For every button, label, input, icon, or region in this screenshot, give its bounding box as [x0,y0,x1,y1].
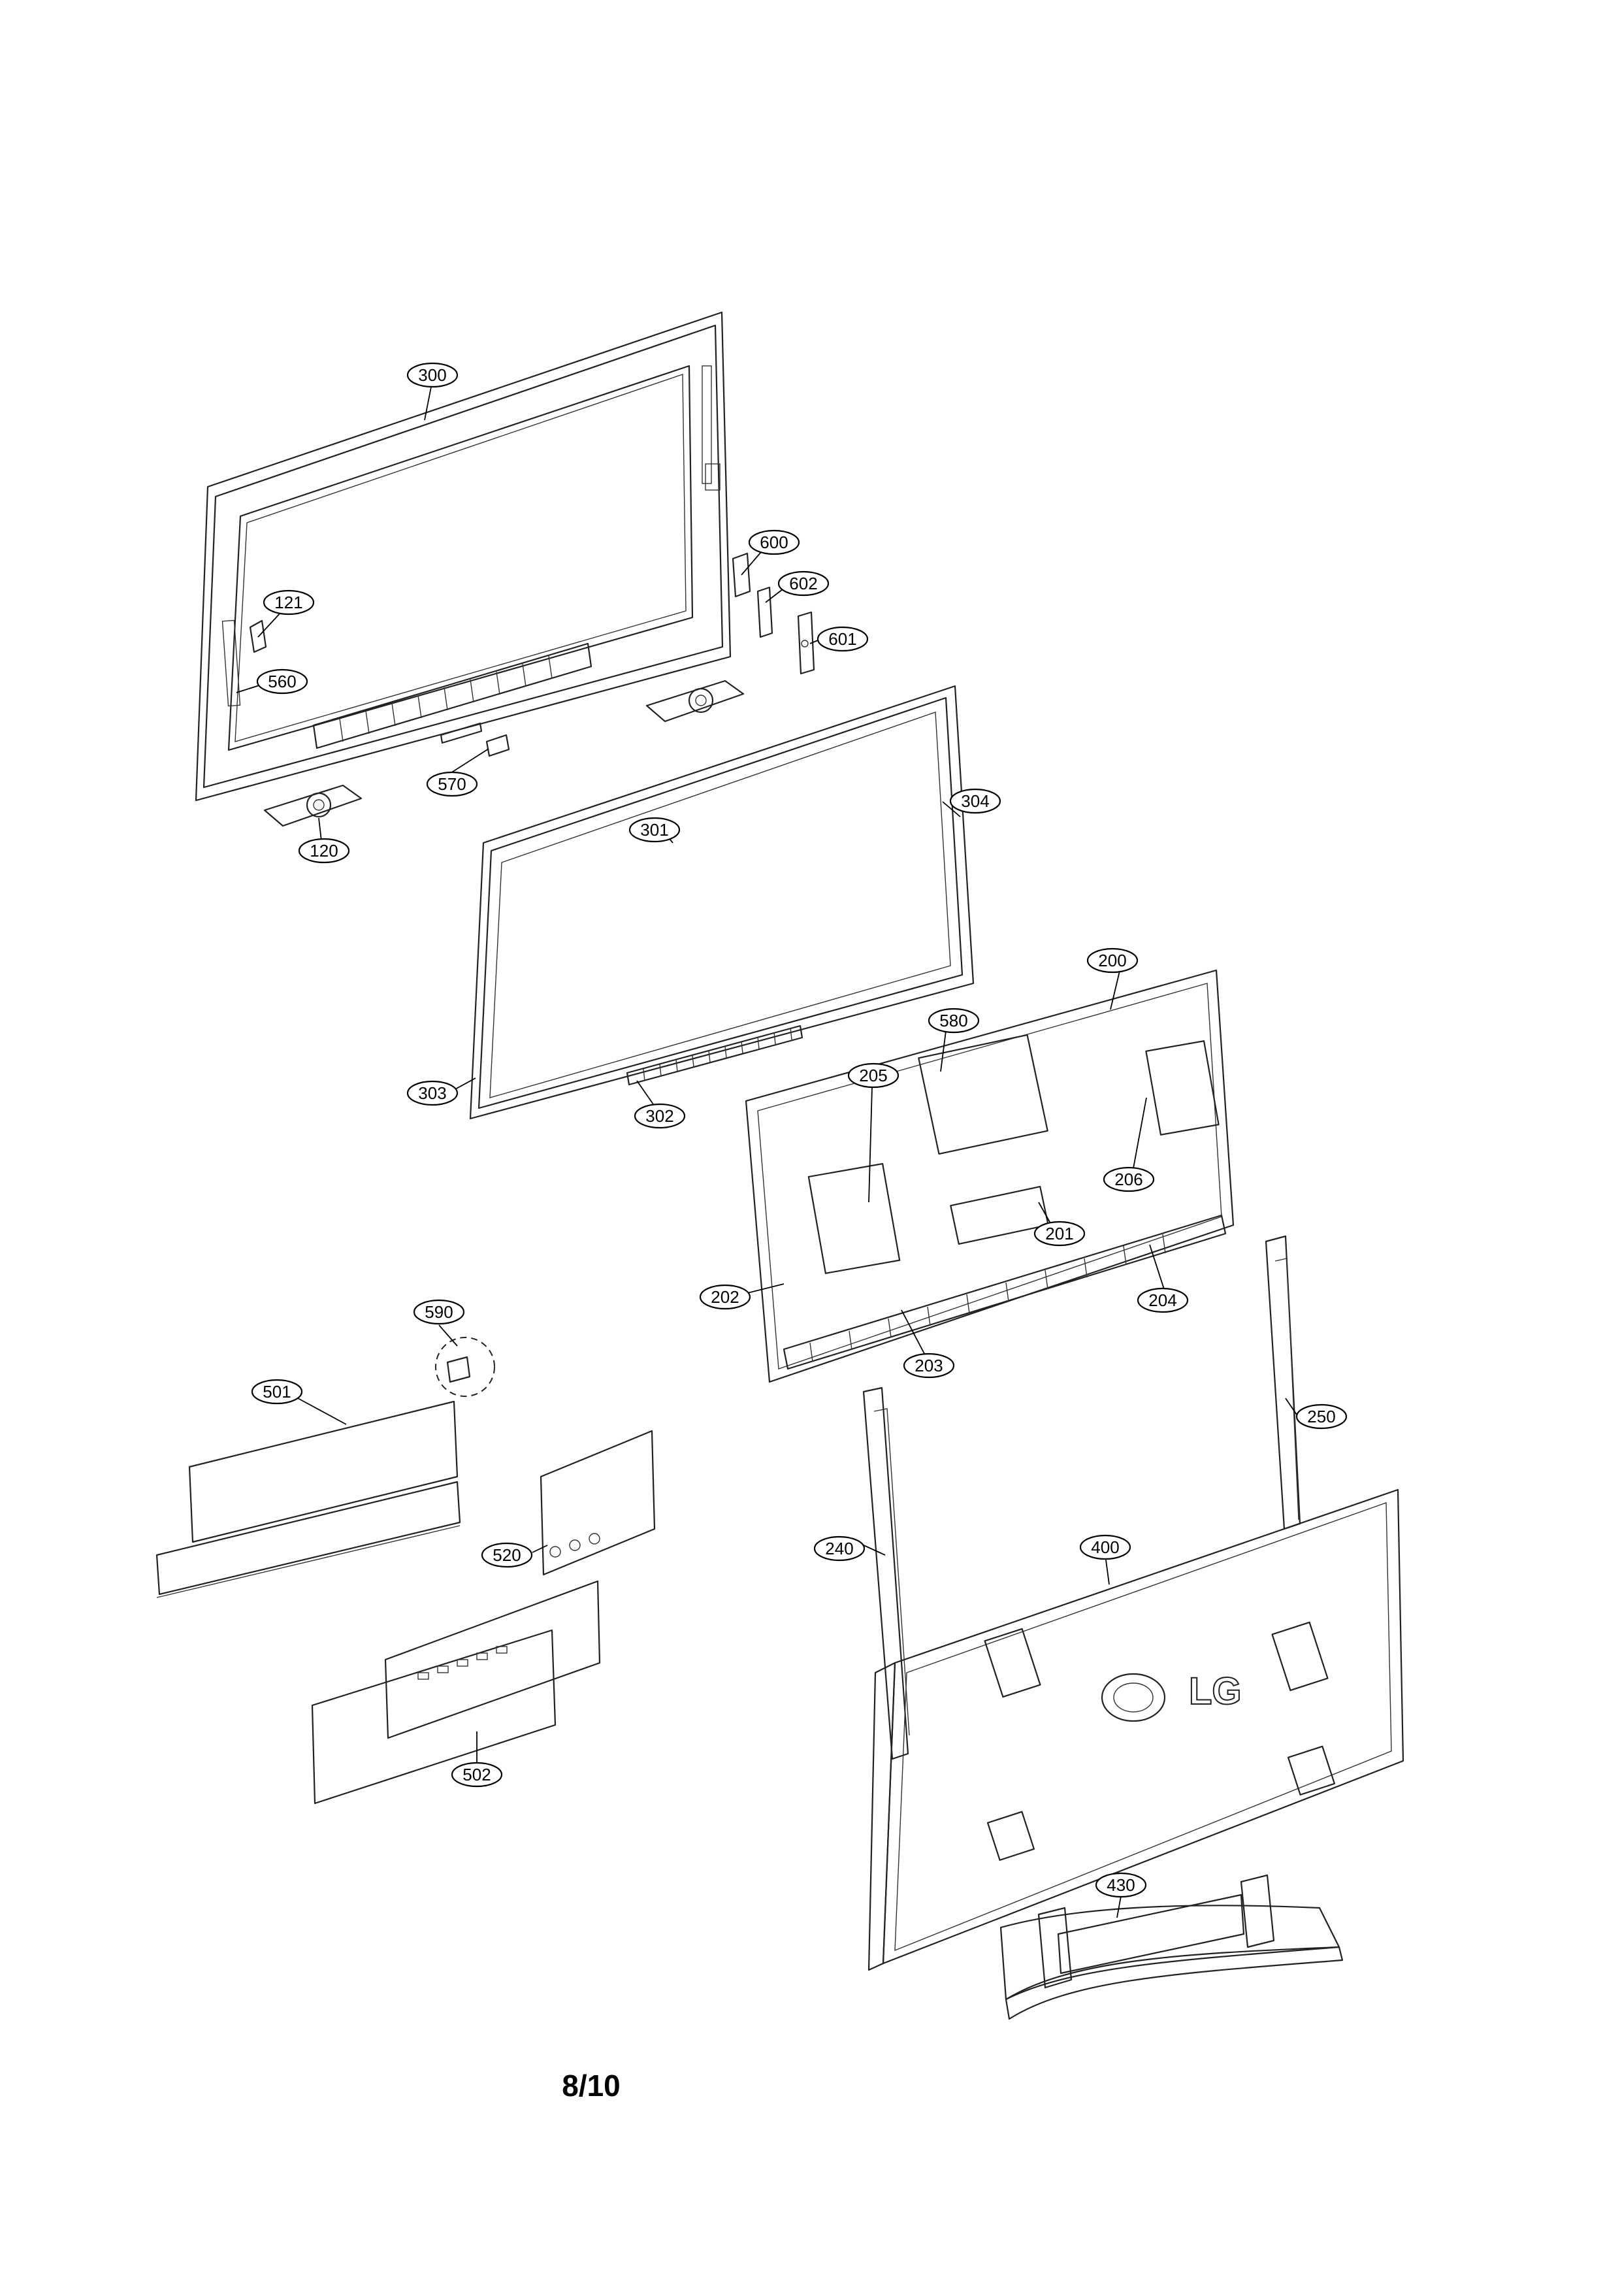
svg-text:590: 590 [425,1302,453,1322]
callout-590: 590 [413,1299,465,1325]
callout-302: 302 [634,1103,686,1129]
svg-text:202: 202 [711,1287,739,1307]
svg-text:120: 120 [310,841,338,861]
svg-text:250: 250 [1307,1407,1335,1426]
svg-text:430: 430 [1107,1875,1135,1895]
callout-520: 520 [481,1542,533,1568]
stand-base-430 [999,1874,1344,2020]
part-601 [797,611,815,675]
connector-590 [435,1337,495,1397]
svg-text:301: 301 [640,820,668,840]
svg-text:560: 560 [268,672,296,691]
plasma-module-200 [745,969,1235,1383]
svg-text:602: 602 [789,574,817,593]
svg-text:601: 601 [828,629,856,649]
callout-120: 120 [298,838,350,864]
svg-text:205: 205 [859,1066,887,1085]
svg-text:121: 121 [274,593,302,612]
front-bezel-300 [195,311,732,802]
part-570 [440,722,510,757]
callout-202: 202 [699,1284,751,1310]
svg-text:400: 400 [1091,1537,1119,1557]
callout-501: 501 [251,1379,303,1405]
page-number: 8/10 [562,2069,621,2103]
callout-201: 201 [1033,1221,1086,1247]
svg-text:501: 501 [263,1382,291,1402]
leader-lines [236,386,1297,1918]
callout-304: 304 [949,788,1001,814]
svg-text:201: 201 [1045,1224,1073,1243]
svg-text:203: 203 [915,1356,943,1375]
stand-bracket-250 [1265,1235,1301,1530]
callout-204: 204 [1137,1287,1189,1313]
callout-580: 580 [928,1008,980,1034]
callout-200: 200 [1086,947,1139,974]
callout-300: 300 [406,362,459,388]
svg-text:304: 304 [961,791,989,811]
callout-206: 206 [1103,1166,1155,1192]
callout-570: 570 [426,771,478,797]
brand-logo: LG [1189,1670,1242,1713]
callout-560: 560 [256,668,308,695]
callout-430: 430 [1095,1872,1147,1898]
callout-303: 303 [406,1080,459,1106]
speaker-right-120 [645,680,745,723]
svg-text:600: 600 [760,533,788,552]
callout-203: 203 [903,1353,955,1379]
svg-text:300: 300 [418,365,446,385]
svg-text:240: 240 [825,1539,853,1558]
svg-text:580: 580 [939,1011,967,1030]
rear-cover-502 [311,1580,601,1805]
svg-text:206: 206 [1114,1170,1142,1189]
svg-text:570: 570 [438,774,466,794]
svg-text:200: 200 [1098,951,1126,970]
svg-text:303: 303 [418,1083,446,1103]
callout-250: 250 [1295,1403,1348,1430]
svg-text:302: 302 [645,1106,673,1126]
stand-bracket-240 [862,1386,910,1760]
svg-text:520: 520 [493,1545,521,1565]
callout-400: 400 [1079,1534,1131,1560]
callout-301: 301 [628,817,681,843]
callout-502: 502 [451,1762,503,1788]
callout-205: 205 [847,1062,899,1089]
back-cover-400: LG [867,1488,1404,1971]
part-602 [756,586,773,638]
callout-602: 602 [777,570,830,597]
filter-frame-301 [469,685,975,1120]
callout-240: 240 [813,1535,866,1562]
shield-501 [155,1400,461,1598]
speaker-left-120 [263,784,363,827]
callout-121: 121 [263,589,315,615]
callout-600: 600 [748,529,800,555]
svg-text:502: 502 [462,1765,491,1784]
board-520 [540,1430,656,1576]
callout-601: 601 [817,626,869,652]
part-600 [732,552,751,598]
svg-text:204: 204 [1148,1290,1176,1310]
